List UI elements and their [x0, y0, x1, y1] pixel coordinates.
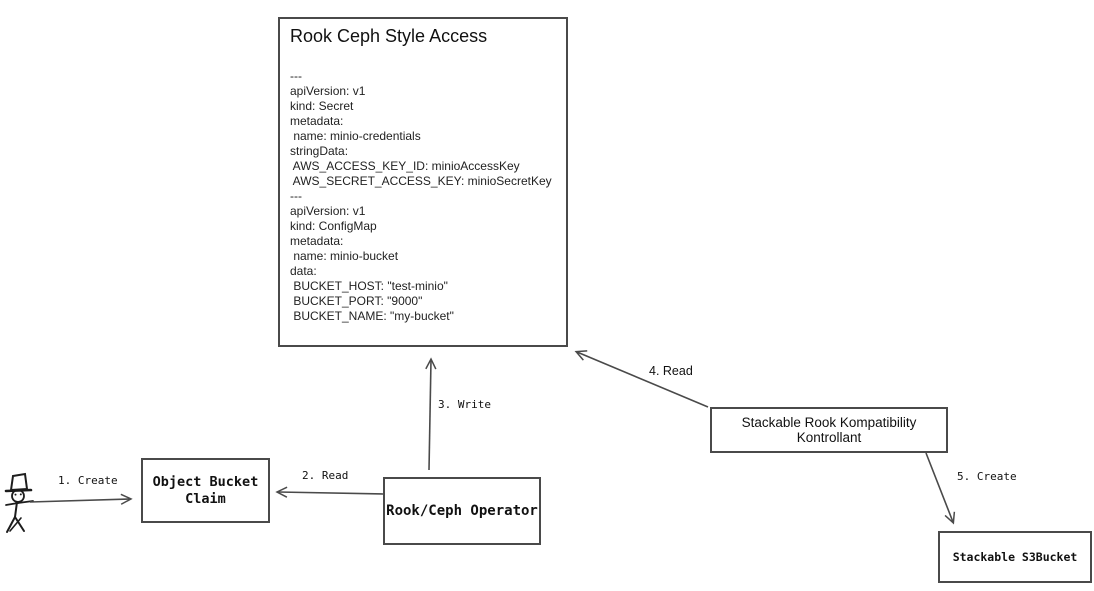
arrow-1-create — [29, 493, 133, 505]
arrow-4-read — [574, 350, 709, 408]
edge-label-5-create: 5. Create — [957, 470, 1017, 483]
edge-label-1-create: 1. Create — [58, 474, 118, 487]
edge-label-4-read: 4. Read — [649, 364, 693, 378]
object-bucket-claim-label: Object Bucket Claim — [152, 473, 259, 507]
rook-ceph-operator-label: Rook/Ceph Operator — [386, 503, 538, 519]
rook-ceph-style-access-box: Rook Ceph Style Access --- apiVersion: v… — [278, 17, 568, 347]
stick-figure-user-icon — [4, 472, 34, 533]
arrow-2-read — [275, 486, 384, 498]
object-bucket-claim-node: Object Bucket Claim — [141, 458, 270, 523]
edge-label-2-read: 2. Read — [302, 469, 349, 482]
arrow-5-create — [925, 452, 956, 525]
rook-ceph-style-access-title: Rook Ceph Style Access — [290, 26, 488, 46]
arrow-3-write — [425, 357, 437, 471]
stackable-kontrollant-label: Stackable Rook Kompatibility Kontrollant — [741, 415, 917, 445]
stackable-s3bucket-label: Stackable S3Bucket — [952, 550, 1078, 564]
yaml-manifest-text: --- apiVersion: v1 kind: Secret metadata… — [290, 69, 552, 323]
rook-ceph-operator-node: Rook/Ceph Operator — [383, 477, 541, 545]
edge-label-3-write: 3. Write — [438, 398, 491, 411]
stackable-s3bucket-node: Stackable S3Bucket — [938, 531, 1092, 583]
stackable-kontrollant-node: Stackable Rook Kompatibility Kontrollant — [710, 407, 948, 453]
